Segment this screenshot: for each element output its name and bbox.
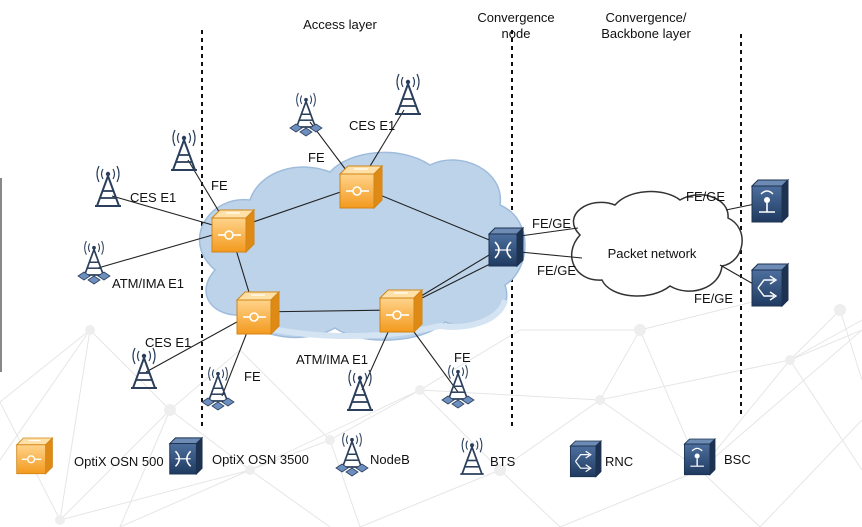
header-convergence-node-1: Convergence (477, 10, 554, 25)
osn500-top (339, 165, 383, 209)
nodeb-top-left (290, 93, 322, 136)
rnc-right (751, 263, 789, 307)
label-fe-bottom-left: FE (244, 369, 261, 384)
label-fe-bottom-right: FE (454, 350, 471, 365)
osn500-left (211, 209, 255, 253)
background-mesh (0, 299, 862, 527)
osn500-bottom-right (379, 289, 423, 333)
packet-network-label: Packet network (608, 246, 697, 261)
label-atm-ima-bottom: ATM/IMA E1 (296, 352, 368, 367)
header-access-layer: Access layer (303, 17, 377, 32)
header-backbone-1: Convergence/ (606, 10, 687, 25)
legend-nodeb-label: NodeB (370, 452, 410, 467)
osn500-bottom-left (236, 291, 280, 335)
legend-bsc-label: BSC (724, 452, 751, 467)
header-convergence-node-2: node (502, 26, 531, 41)
label-fe-top: FE (308, 150, 325, 165)
legend-osn3500-label: OptiX OSN 3500 (212, 452, 309, 467)
bsc-right (751, 179, 789, 223)
bts-left (94, 165, 122, 207)
header-backbone-2: Backbone layer (601, 26, 691, 41)
label-fe-ge-rnc-bottom: FE/GE (694, 291, 733, 306)
nodeb-left (78, 241, 110, 284)
legend-bsc-icon (683, 438, 716, 476)
legend-bts-label: BTS (490, 454, 516, 469)
bts-bottom-center (346, 369, 374, 411)
label-fe-ge-conv-top: FE/GE (532, 216, 571, 231)
legend-osn500-label: OptiX OSN 500 (74, 454, 164, 469)
label-ces-e1-bottom: CES E1 (145, 335, 191, 350)
label-ces-e1-left: CES E1 (130, 190, 176, 205)
legend-osn500-icon (16, 437, 54, 475)
label-fe-ge-rnc-top: FE/GE (686, 189, 725, 204)
label-atm-ima-left: ATM/IMA E1 (112, 276, 184, 291)
nodeb-bottom-right (442, 365, 474, 408)
label-fe-ge-conv-bottom: FE/GE (537, 263, 576, 278)
label-ces-e1-top: CES E1 (349, 118, 395, 133)
legend-rnc-icon (569, 440, 602, 478)
legend: OptiX OSN 500 OptiX OSN 3500 NodeB BTS R… (16, 433, 751, 478)
packet-network-cloud (570, 190, 743, 297)
legend-rnc-label: RNC (605, 454, 633, 469)
access-cloud (198, 151, 526, 341)
nodeb-bottom-left (202, 367, 234, 410)
cloud-rim (238, 298, 508, 339)
legend-nodeb-icon (336, 433, 368, 476)
legend-osn3500-icon (168, 437, 203, 475)
label-fe-left: FE (211, 178, 228, 193)
bts-upper-left (170, 129, 198, 171)
legend-bts-icon (459, 437, 485, 475)
osn3500-convergence (488, 227, 524, 267)
bts-top-right (394, 73, 422, 115)
